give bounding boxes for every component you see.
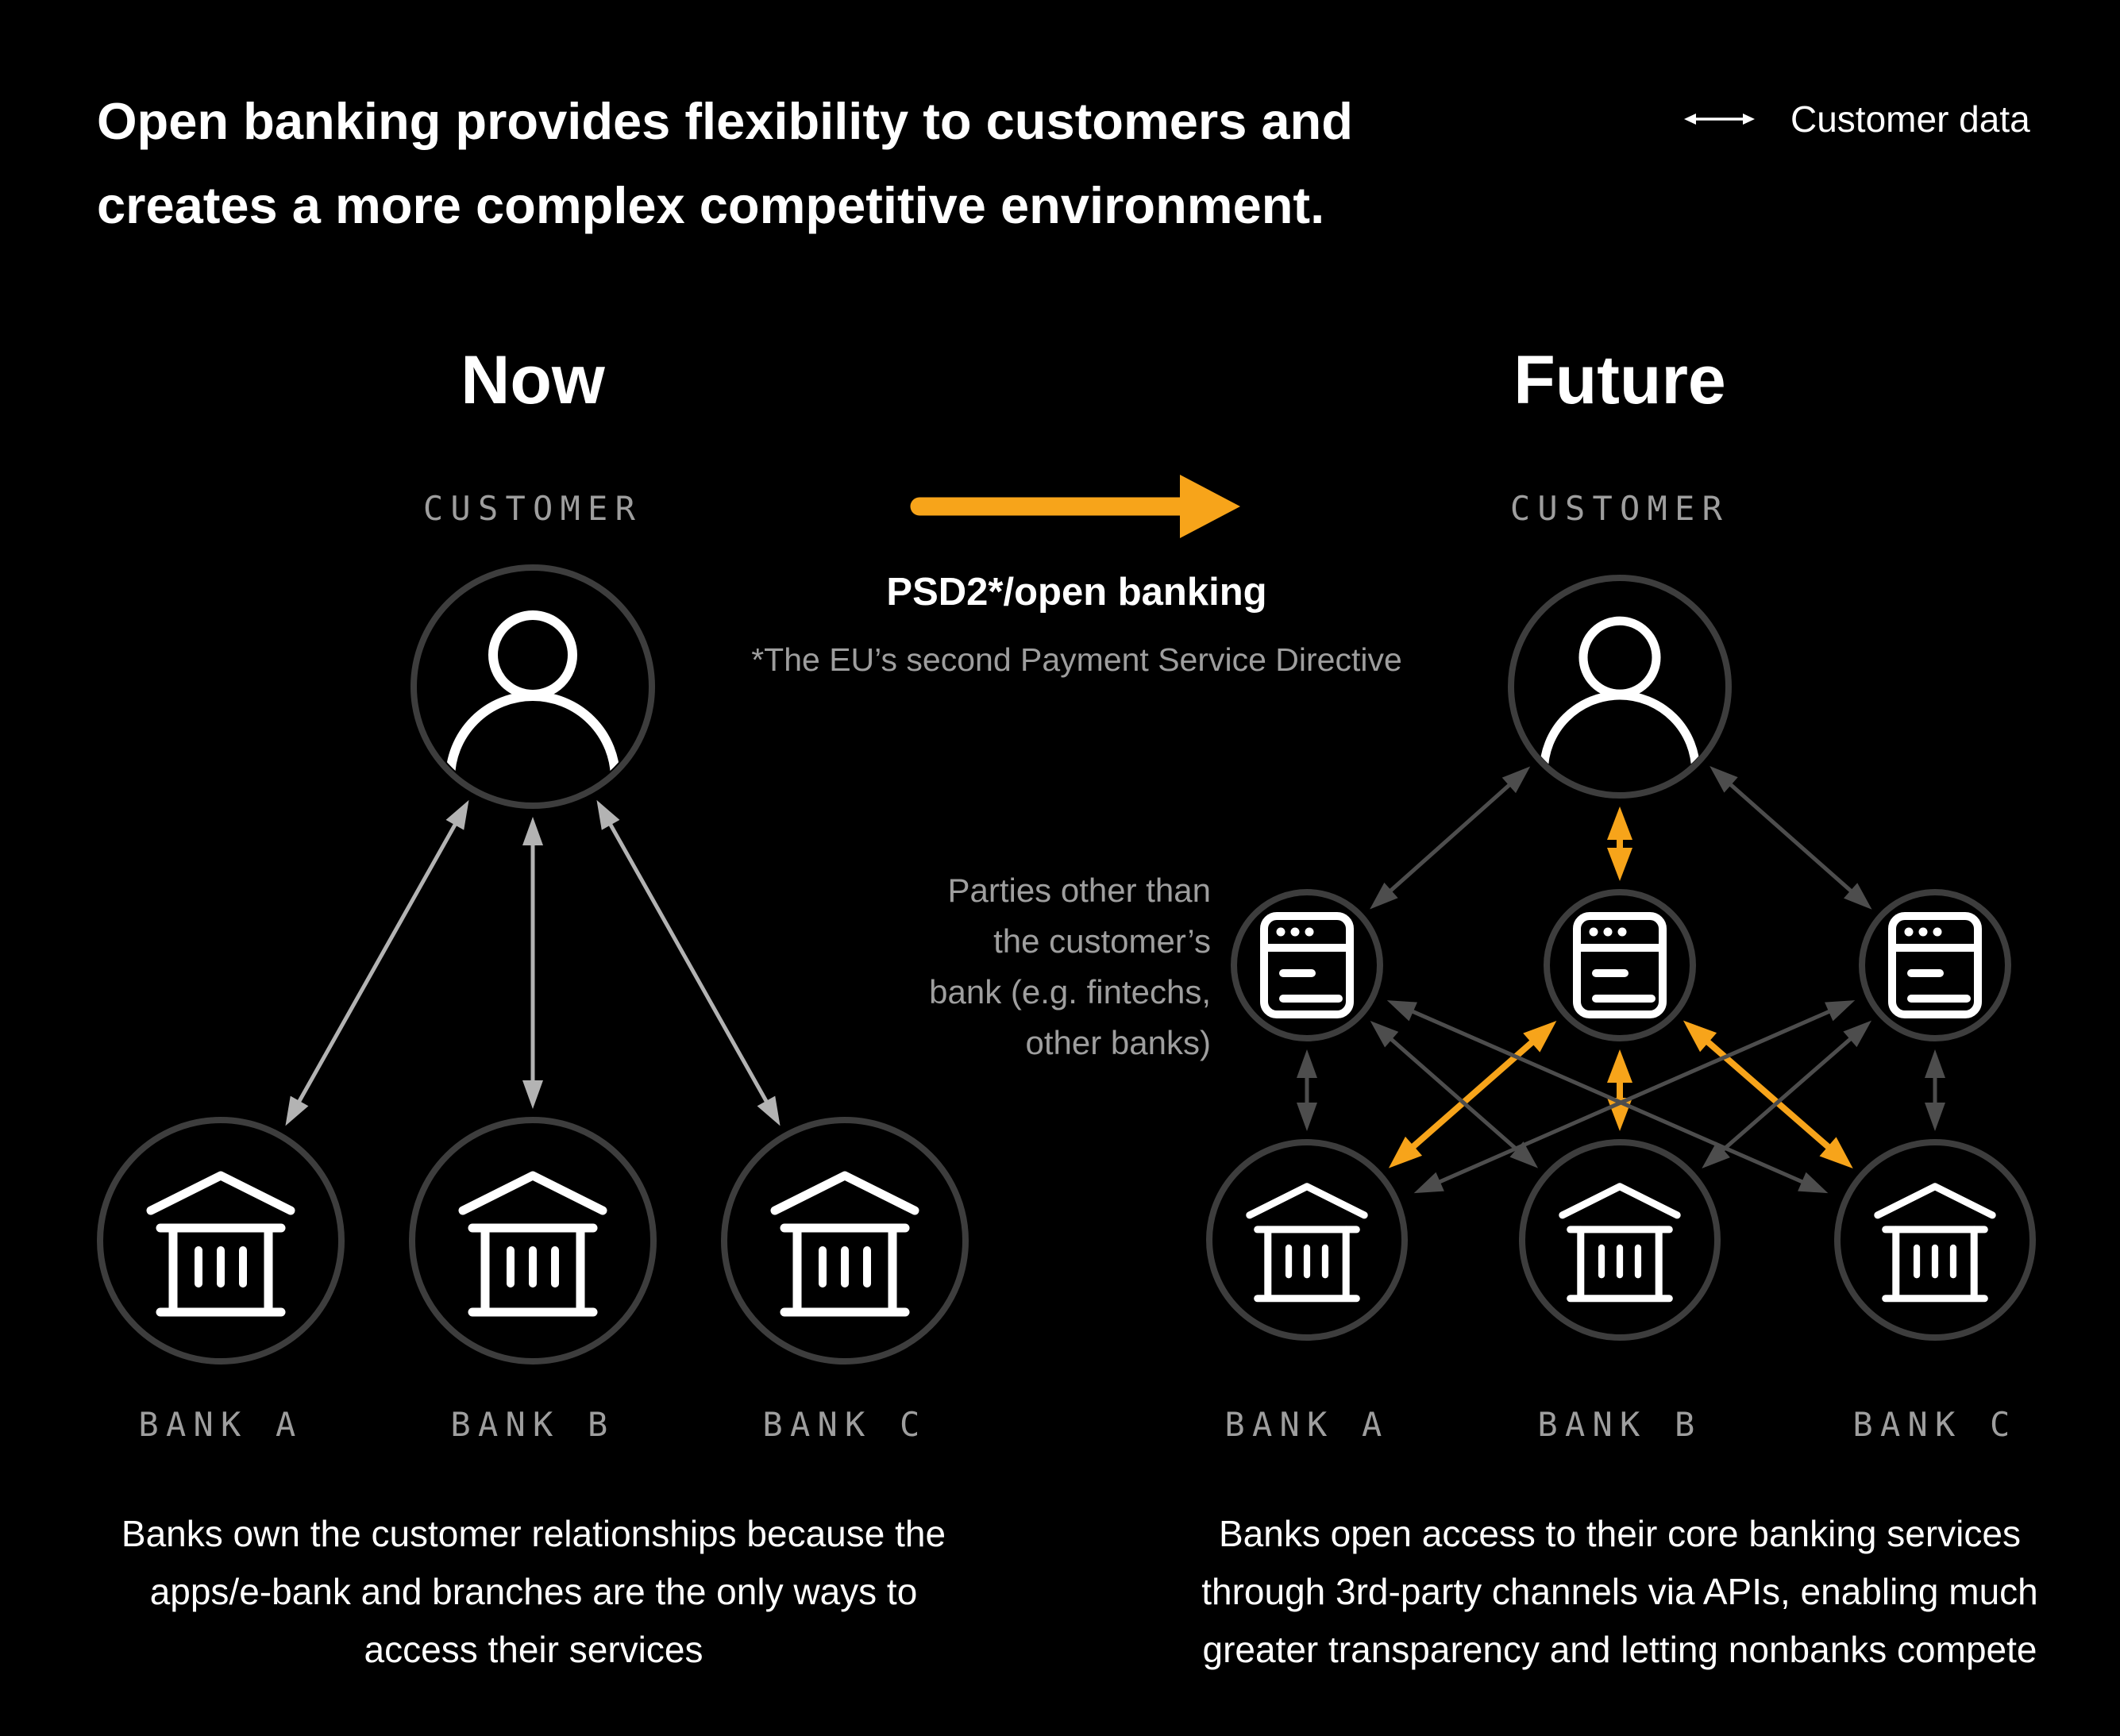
bank-c-future-icon bbox=[1878, 1187, 1992, 1299]
edge-fintech-2-bank-c-future bbox=[1700, 1034, 1837, 1155]
bank-c-future-label: BANK C bbox=[1852, 1405, 2018, 1444]
future-caption: Banks open access to their core banking … bbox=[1181, 1505, 2058, 1679]
node-circles bbox=[97, 564, 2036, 1365]
edge-head-bank-a-future bbox=[1388, 1136, 1423, 1168]
edge-fintech-2-bank-a-future bbox=[1405, 1034, 1540, 1154]
edge-head-customer-future bbox=[1709, 766, 1738, 793]
edge-head-customer-now bbox=[522, 817, 543, 845]
legend-label: Customer data bbox=[1790, 98, 2030, 140]
future-caption-line1: Banks open access to their core banking … bbox=[1219, 1513, 2021, 1554]
bank-a-now-label: BANK A bbox=[138, 1405, 303, 1444]
edge-head-bank-c-future bbox=[1819, 1137, 1853, 1168]
double-arrow-icon bbox=[1684, 114, 1755, 125]
bank-b-now-icon bbox=[463, 1176, 603, 1312]
bank-c-future-circle bbox=[1834, 1139, 2036, 1341]
edge-fintech-1-bank-c-future bbox=[1405, 1007, 1810, 1187]
edge-head-bank-c-future bbox=[1925, 1103, 1945, 1131]
edge-head-fintech-1 bbox=[1370, 882, 1398, 910]
edge-customer-future-fintech-3 bbox=[1724, 779, 1858, 897]
bank-a-future-label: BANK A bbox=[1224, 1405, 1390, 1444]
bank-c-now-circle bbox=[721, 1117, 969, 1365]
now-heading: Now bbox=[461, 342, 605, 418]
psd2-subheading: *The EU’s second Payment Service Directi… bbox=[751, 641, 1402, 678]
edge-head-fintech-1 bbox=[1386, 1000, 1417, 1022]
parties-note: Parties other than the customer’s bank (… bbox=[762, 865, 1211, 1068]
future-caption-line2: through 3rd-party channels via APIs, ena… bbox=[1201, 1571, 2038, 1612]
edge-head-fintech-2 bbox=[1523, 1020, 1557, 1053]
edge-head-fintech-3 bbox=[1844, 883, 1872, 910]
now-caption-line2: apps/e-bank and branches are the only wa… bbox=[149, 1571, 918, 1612]
edge-head-fintech-2 bbox=[1607, 1049, 1632, 1083]
transition-arrow-icon bbox=[910, 475, 1240, 538]
edge-head-bank-a-now bbox=[285, 1095, 309, 1126]
parties-note-line3: bank (e.g. fintechs, bbox=[929, 973, 1211, 1010]
bank-b-future-label: BANK B bbox=[1537, 1405, 1702, 1444]
bank-c-now-icon bbox=[775, 1176, 915, 1312]
bank-a-now-icon bbox=[151, 1176, 291, 1312]
fintech-1-icon bbox=[1264, 916, 1350, 1014]
customer-future-label: CUSTOMER bbox=[1509, 489, 1730, 528]
edge-head-customer-now bbox=[596, 799, 620, 830]
edge-head-fintech-2 bbox=[1607, 848, 1632, 881]
fintech-2-circle bbox=[1544, 889, 1696, 1041]
parties-note-line4: other banks) bbox=[1025, 1024, 1211, 1061]
edge-head-customer-future bbox=[1607, 806, 1632, 840]
edge-head-fintech-3 bbox=[1825, 1000, 1856, 1022]
future-caption-line3: greater transparency and letting nonbank… bbox=[1202, 1629, 2037, 1670]
edge-head-fintech-2 bbox=[1683, 1020, 1717, 1053]
bank-b-now-circle bbox=[409, 1117, 657, 1365]
edge-fintech-1-bank-b-future bbox=[1385, 1033, 1524, 1156]
edge-head-bank-b-future bbox=[1702, 1141, 1730, 1168]
bank-b-future-circle bbox=[1519, 1139, 1721, 1341]
page-title: Open banking provides flexibility to cus… bbox=[97, 79, 1353, 248]
customer-now-icon bbox=[450, 615, 615, 779]
bank-b-now-label: BANK B bbox=[450, 1405, 615, 1444]
now-caption-line3: access their services bbox=[364, 1629, 703, 1670]
bank-a-future-icon bbox=[1250, 1187, 1364, 1299]
bank-b-future-icon bbox=[1563, 1187, 1677, 1299]
customer-now-circle bbox=[411, 564, 655, 809]
edge-fintech-3-bank-a-future bbox=[1432, 1007, 1837, 1187]
legend: Customer data bbox=[1682, 94, 2030, 144]
fintech-3-icon bbox=[1892, 916, 1978, 1014]
edge-head-customer-now bbox=[445, 799, 469, 830]
edge-head-bank-b-now bbox=[522, 1080, 543, 1109]
edge-head-bank-b-future bbox=[1509, 1141, 1539, 1168]
now-caption-line1: Banks own the customer relationships bec… bbox=[121, 1513, 946, 1554]
bank-c-now-label: BANK C bbox=[762, 1405, 927, 1444]
edge-head-fintech-1 bbox=[1297, 1049, 1317, 1078]
parties-note-line1: Parties other than bbox=[947, 872, 1211, 909]
psd2-heading: PSD2*/open banking bbox=[886, 571, 1267, 614]
edge-head-customer-future bbox=[1501, 766, 1531, 794]
edge-head-bank-c-now bbox=[757, 1095, 781, 1126]
parties-note-line2: the customer’s bbox=[993, 922, 1211, 960]
edge-fintech-3-bank-b-future bbox=[1716, 1033, 1857, 1157]
page-title-line1: Open banking provides flexibility to cus… bbox=[97, 92, 1353, 150]
edge-head-fintech-3 bbox=[1925, 1049, 1945, 1078]
bank-a-now-circle bbox=[97, 1117, 345, 1365]
edge-customer-future-fintech-1 bbox=[1384, 779, 1516, 897]
edge-customer-now-bank-a-now bbox=[294, 818, 461, 1109]
edge-head-bank-a-future bbox=[1413, 1172, 1444, 1194]
edge-head-bank-a-future bbox=[1297, 1103, 1317, 1131]
fintech-2-icon bbox=[1577, 916, 1663, 1014]
customer-now-label: CUSTOMER bbox=[422, 489, 643, 528]
future-heading: Future bbox=[1513, 342, 1726, 418]
connection-arrows bbox=[285, 766, 1945, 1194]
page-title-line2: creates a more complex competitive envir… bbox=[97, 176, 1325, 234]
edge-head-fintech-1 bbox=[1370, 1020, 1399, 1048]
customer-future-circle bbox=[1508, 575, 1732, 799]
now-caption: Banks own the customer relationships bec… bbox=[95, 1505, 972, 1679]
fintech-3-circle bbox=[1859, 889, 2011, 1041]
edge-head-bank-c-future bbox=[1798, 1172, 1829, 1194]
edge-customer-now-bank-c-now bbox=[605, 818, 772, 1109]
edge-head-fintech-3 bbox=[1843, 1020, 1872, 1048]
fintech-1-circle bbox=[1231, 889, 1383, 1041]
bank-a-future-circle bbox=[1206, 1139, 1408, 1341]
customer-future-icon bbox=[1544, 621, 1695, 772]
